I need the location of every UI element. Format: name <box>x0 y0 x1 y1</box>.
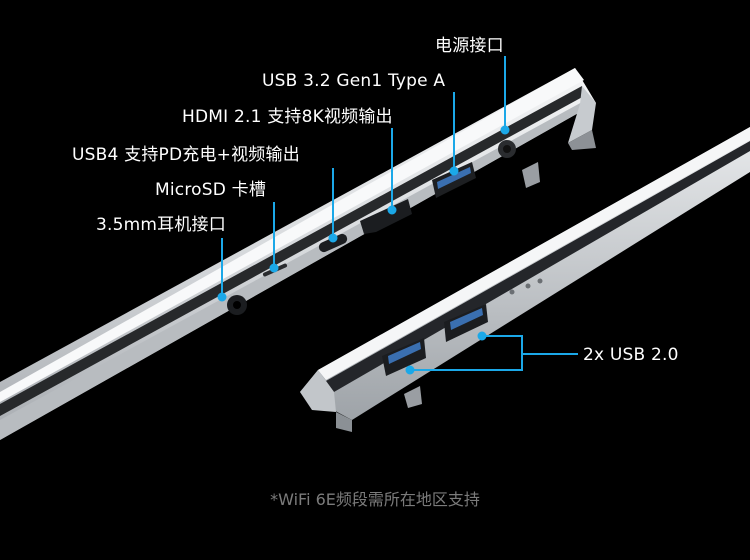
label-hdmi-port: HDMI 2.1 支持8K视频输出 <box>182 107 393 127</box>
label-power-port: 电源接口 <box>435 36 504 56</box>
callout-usb-a-dot <box>449 166 459 176</box>
label-usb4-port: USB4 支持PD充电+视频输出 <box>72 145 300 165</box>
port-audio <box>227 295 247 315</box>
status-leds <box>509 278 543 295</box>
port-hdmi <box>360 199 412 234</box>
callout-usb2-dot-lower <box>405 365 415 375</box>
footnote: *WiFi 6E频段需所在地区支持 <box>270 490 480 509</box>
callout-power-dot <box>500 125 510 135</box>
port-usb-a <box>432 162 476 198</box>
callout-microsd-dot <box>269 263 279 273</box>
label-usb2-ports: 2x USB 2.0 <box>583 345 679 365</box>
port-power <box>498 140 516 158</box>
laptop-left-side <box>0 68 596 440</box>
callout-usb2-dot-upper <box>477 331 487 341</box>
port-usb-c <box>318 233 348 253</box>
label-audio-jack: 3.5mm耳机接口 <box>96 215 226 235</box>
callout-lines <box>217 56 578 375</box>
port-usb2-upper <box>444 304 488 342</box>
callout-usb4-dot <box>328 233 338 243</box>
label-microsd-slot: MicroSD 卡槽 <box>155 180 267 200</box>
label-usb-a-port: USB 3.2 Gen1 Type A <box>262 71 446 91</box>
callout-audio-dot <box>217 292 227 302</box>
port-usb2-lower <box>382 338 426 376</box>
callout-hdmi-dot <box>387 205 397 215</box>
